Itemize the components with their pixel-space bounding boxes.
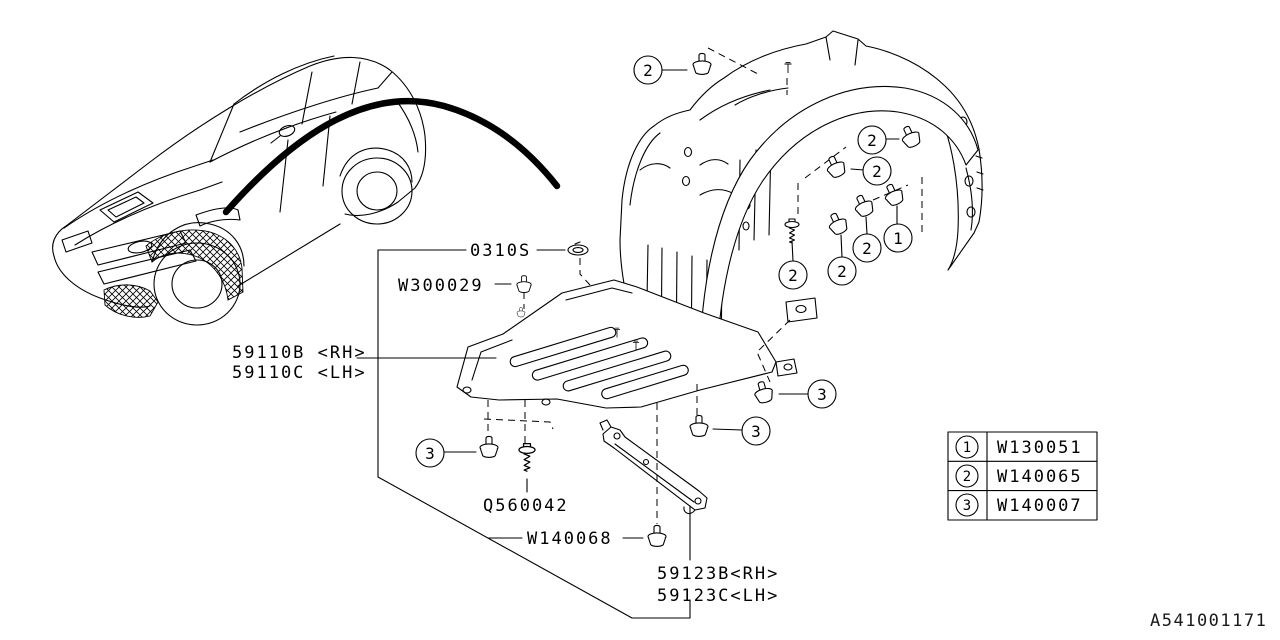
legend-part-number: W140007 <box>997 496 1083 516</box>
clip-fastener <box>692 52 712 75</box>
callout-balloon[interactable]: 2 <box>633 55 663 85</box>
dashed-guide-lines <box>483 47 923 524</box>
vehicle-illustration <box>52 55 427 326</box>
part-labels: 0310S W300029 59110B <RH> 59110C <LH> Q5… <box>232 241 779 606</box>
svg-text:2: 2 <box>872 162 882 181</box>
side-bracket-drawing <box>599 419 708 515</box>
label-screw-code[interactable]: Q560042 <box>483 496 569 516</box>
legend-row[interactable]: 3 W140007 <box>955 493 1083 517</box>
callout-balloon[interactable]: 2 <box>827 256 857 286</box>
svg-text:3: 3 <box>425 444 435 463</box>
leader-lines <box>356 69 900 619</box>
clip-fastener <box>822 152 849 181</box>
callout-balloon[interactable]: 3 <box>741 416 771 446</box>
callout-balloon[interactable]: 2 <box>778 260 808 290</box>
callout-balloon[interactable]: 3 <box>807 379 837 409</box>
svg-text:1: 1 <box>893 229 903 248</box>
label-clip-upper-code[interactable]: W300029 <box>398 276 484 296</box>
legend-ref-balloon: 2 <box>963 469 971 485</box>
highlighted-fender-area <box>103 229 244 318</box>
screw-fastener <box>518 442 536 472</box>
callout-balloon[interactable]: 2 <box>862 156 892 186</box>
callout-balloon[interactable]: 1 <box>883 223 913 253</box>
label-clip-lower-code[interactable]: W140068 <box>527 529 613 549</box>
legend-part-number: W140065 <box>997 467 1083 487</box>
small-screw-fastener <box>784 61 792 74</box>
drawing-code: A541001171 <box>1150 611 1267 631</box>
label-cover-rh[interactable]: 59110B <RH> <box>232 343 367 363</box>
clip-fastener <box>897 122 924 151</box>
callout-balloon[interactable]: 2 <box>852 233 882 263</box>
svg-text:2: 2 <box>862 239 872 258</box>
location-arrow <box>222 97 561 216</box>
fasteners <box>479 52 924 547</box>
label-cover-lh[interactable]: 59110C <LH> <box>232 363 367 383</box>
under-cover-drawing <box>456 279 798 409</box>
label-bracket-lh[interactable]: 59123C<LH> <box>657 586 779 606</box>
callout-balloon[interactable]: 2 <box>857 125 887 155</box>
clip-fastener <box>880 180 907 209</box>
svg-text:2: 2 <box>643 61 653 80</box>
legend-part-number: W130051 <box>997 438 1083 458</box>
clip-fastener <box>850 191 877 220</box>
svg-text:2: 2 <box>867 131 877 150</box>
clip-fastener <box>516 275 532 293</box>
svg-text:2: 2 <box>788 266 798 285</box>
label-grommet-code[interactable]: 0310S <box>470 241 531 261</box>
screw-fastener <box>784 218 800 244</box>
clip-fastener <box>689 414 709 437</box>
grommet-fastener <box>567 241 589 256</box>
clip-fastener <box>751 379 776 406</box>
svg-text:2: 2 <box>837 262 847 281</box>
clip-fastener <box>824 209 851 238</box>
legend-row[interactable]: 2 W140065 <box>955 464 1083 488</box>
clip-fastener <box>647 524 667 547</box>
svg-text:3: 3 <box>751 422 761 441</box>
svg-text:3: 3 <box>817 385 827 404</box>
legend-ref-balloon: 1 <box>963 440 971 456</box>
legend-table: 1 W130051 2 W140065 3 W140007 <box>947 431 1098 521</box>
clip-fastener <box>479 435 499 458</box>
label-bracket-rh[interactable]: 59123B<RH> <box>657 564 779 584</box>
legend-ref-balloon: 3 <box>963 498 971 514</box>
callout-balloons: 2 2 2 1 2 2 2 3 3 3 <box>415 55 913 468</box>
callout-balloon[interactable]: 3 <box>415 438 445 468</box>
legend-row[interactable]: 1 W130051 <box>955 435 1083 459</box>
